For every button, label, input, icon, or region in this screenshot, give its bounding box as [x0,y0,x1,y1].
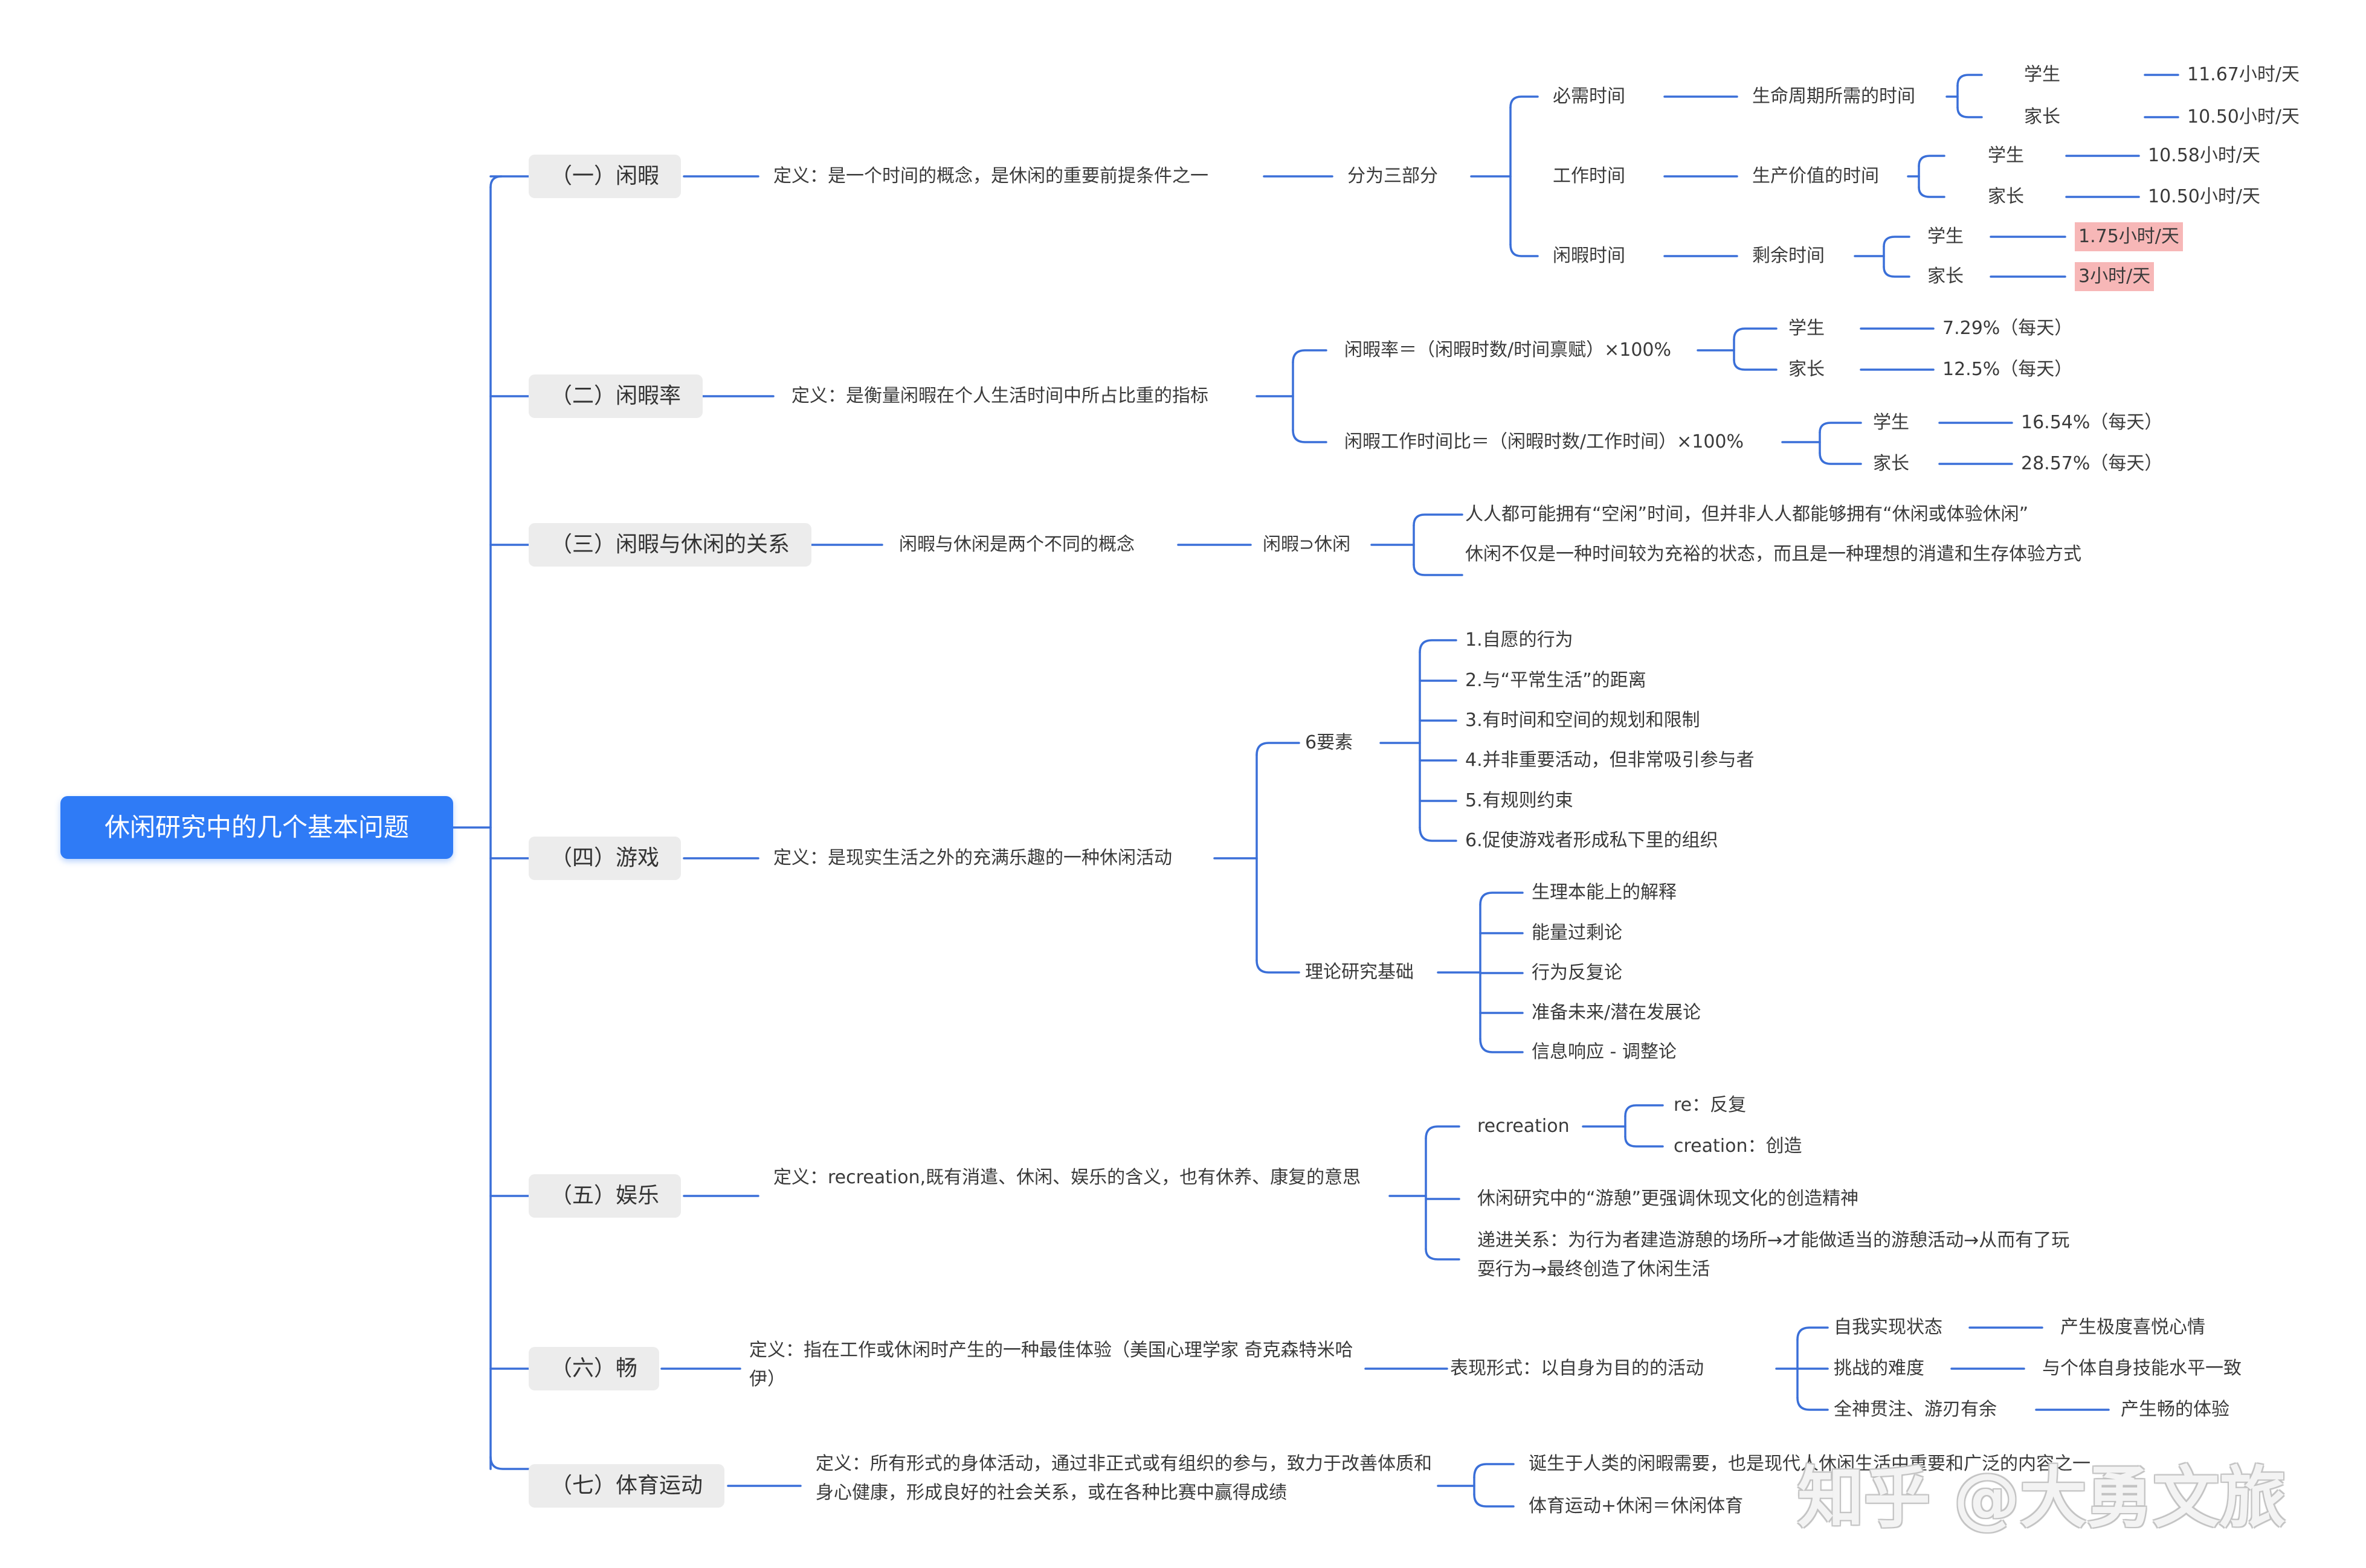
s1-definition[interactable]: 定义：是一个时间的概念，是休闲的重要前提条件之一 [773,165,1208,187]
s6-attr-2-value[interactable]: 与个体自身技能水平一致 [2042,1358,2242,1379]
s1-p1-parent[interactable]: 家长 [2024,106,2060,127]
s6-attr-3[interactable]: 全神贯注、游刃有余 [1834,1399,1997,1420]
s3-relation[interactable]: 闲暇⊃休闲 [1263,534,1351,555]
s1-work-time[interactable]: 工作时间 [1553,165,1625,187]
s1-p1-student[interactable]: 学生 [2024,64,2060,85]
s2-f2-parent-value[interactable]: 28.57%（每天） [2021,453,2163,474]
s2-formula-ratio[interactable]: 闲暇工作时间比＝（闲暇时数/工作时间）×100% [1344,431,1744,452]
watermark: 知乎 @大勇文旅 [1797,1459,2286,1537]
s2-f1-parent[interactable]: 家长 [1788,359,1825,380]
s6-definition[interactable]: 定义：指在工作或休闲时产生的一种最佳体验（美国心理学家 奇克森特米哈伊） [749,1340,1353,1390]
s1-p2-parent-value[interactable]: 10.50小时/天 [2148,186,2260,207]
s4-element-4[interactable]: 4.并非重要活动，但非常吸引参与者 [1465,750,1755,771]
s7-definition[interactable]: 定义：所有形式的身体活动，通过非正式或有组织的参与，致力于改善体质和身心健康，形… [816,1453,1432,1503]
s1-leisure-desc[interactable]: 剩余时间 [1752,245,1825,266]
s3-point-1[interactable]: 人人都可能拥有“空闲”时间，但并非人人都能够拥有“休闲或体验休闲” [1465,504,2029,525]
s1-necessary-time[interactable]: 必需时间 [1553,86,1625,107]
s6-attr-2[interactable]: 挑战的难度 [1834,1358,1924,1379]
s1-p3-parent[interactable]: 家长 [1927,266,1964,287]
section-leisure-time[interactable]: （一）闲暇 [529,155,682,198]
s4-element-3[interactable]: 3.有时间和空间的规划和限制 [1465,710,1700,731]
s2-formula-rate[interactable]: 闲暇率＝（闲暇时数/时间禀赋）×100% [1344,339,1672,361]
s1-p2-parent[interactable]: 家长 [1988,186,2024,207]
section-leisure-rate[interactable]: （二）闲暇率 [529,374,703,418]
s7-origin[interactable]: 诞生于人类的闲暇需要，也是现代人休闲生活中重要和广泛的内容之一 [1529,1453,2090,1474]
section-relation[interactable]: （三）闲暇与休闲的关系 [529,523,812,567]
s3-point-2[interactable]: 休闲不仅是一种时间较为充裕的状态，而且是一种理想的消遣和生存体验方式 [1465,544,2081,565]
section-recreation[interactable]: （五）娱乐 [529,1174,682,1218]
s4-element-5[interactable]: 5.有规则约束 [1465,790,1573,811]
s4-theory-basis[interactable]: 理论研究基础 [1305,962,1414,983]
s2-f1-student[interactable]: 学生 [1788,318,1825,339]
s1-p3-student[interactable]: 学生 [1927,226,1964,247]
s1-p1-parent-value[interactable]: 10.50小时/天 [2187,106,2300,127]
s4-element-6[interactable]: 6.促使游戏者形成私下里的组织 [1465,830,1718,851]
s5-recreation[interactable]: recreation [1477,1116,1570,1137]
s5-definition[interactable]: 定义：recreation,既有消遣、休闲、娱乐的含义，也有休养、康复的意思 [773,1167,1361,1188]
s6-attr-1[interactable]: 自我实现状态 [1834,1317,1942,1338]
s5-youqi[interactable]: 休闲研究中的“游憩”更强调休现文化的创造精神 [1477,1188,1859,1209]
s4-theory-3[interactable]: 行为反复论 [1532,962,1622,983]
s2-f2-student[interactable]: 学生 [1873,412,1909,433]
s3-definition[interactable]: 闲暇与休闲是两个不同的概念 [899,534,1135,555]
s1-necessary-desc[interactable]: 生命周期所需的时间 [1752,86,1915,107]
s2-definition[interactable]: 定义：是衡量闲暇在个人生活时间中所占比重的指标 [791,385,1208,406]
s1-p1-student-value[interactable]: 11.67小时/天 [2187,64,2300,85]
s4-element-2[interactable]: 2.与“平常生活”的距离 [1465,670,1646,691]
s1-p3-parent-value[interactable]: 3小时/天 [2075,262,2155,291]
s4-theory-4[interactable]: 准备未来/潜在发展论 [1532,1002,1701,1023]
s6-form[interactable]: 表现形式：以自身为目的的活动 [1450,1358,1704,1379]
section-flow[interactable]: （六）畅 [529,1347,660,1390]
section-play[interactable]: （四）游戏 [529,837,682,880]
s2-f2-parent[interactable]: 家长 [1873,453,1909,474]
s2-f1-student-value[interactable]: 7.29%（每天） [1942,318,2073,339]
s1-p2-student-value[interactable]: 10.58小时/天 [2148,145,2260,166]
s6-attr-3-value[interactable]: 产生畅的体验 [2121,1399,2229,1420]
s5-progression[interactable]: 递进关系：为行为者建造游憩的场所→才能做适当的游憩活动→从而有了玩耍行为→最终创… [1477,1230,2070,1280]
s4-theory-1[interactable]: 生理本能上的解释 [1532,882,1677,903]
s1-p3-student-value[interactable]: 1.75小时/天 [2075,222,2183,251]
s2-f1-parent-value[interactable]: 12.5%（每天） [1942,359,2073,380]
s1-p2-student[interactable]: 学生 [1988,145,2024,166]
section-sports[interactable]: （七）体育运动 [529,1464,725,1508]
s4-definition[interactable]: 定义：是现实生活之外的充满乐趣的一种休闲活动 [773,847,1172,869]
root-topic[interactable]: 休闲研究中的几个基本问题 [60,796,453,859]
s1-work-desc[interactable]: 生产价值的时间 [1752,165,1879,187]
s7-equation[interactable]: 体育运动+休闲＝休闲体育 [1529,1496,1744,1517]
s4-theory-2[interactable]: 能量过剩论 [1532,922,1622,943]
s1-split[interactable]: 分为三部分 [1347,165,1438,187]
s2-f2-student-value[interactable]: 16.54%（每天） [2021,412,2163,433]
s1-leisure-time[interactable]: 闲暇时间 [1553,245,1625,266]
s4-element-1[interactable]: 1.自愿的行为 [1465,629,1573,651]
s5-creation[interactable]: creation：创造 [1674,1136,1802,1157]
s5-re[interactable]: re：反复 [1674,1094,1747,1116]
s4-six-elements[interactable]: 6要素 [1305,732,1353,753]
s4-theory-5[interactable]: 信息响应 - 调整论 [1532,1041,1677,1062]
s6-attr-1-value[interactable]: 产生极度喜悦心情 [2060,1317,2205,1338]
